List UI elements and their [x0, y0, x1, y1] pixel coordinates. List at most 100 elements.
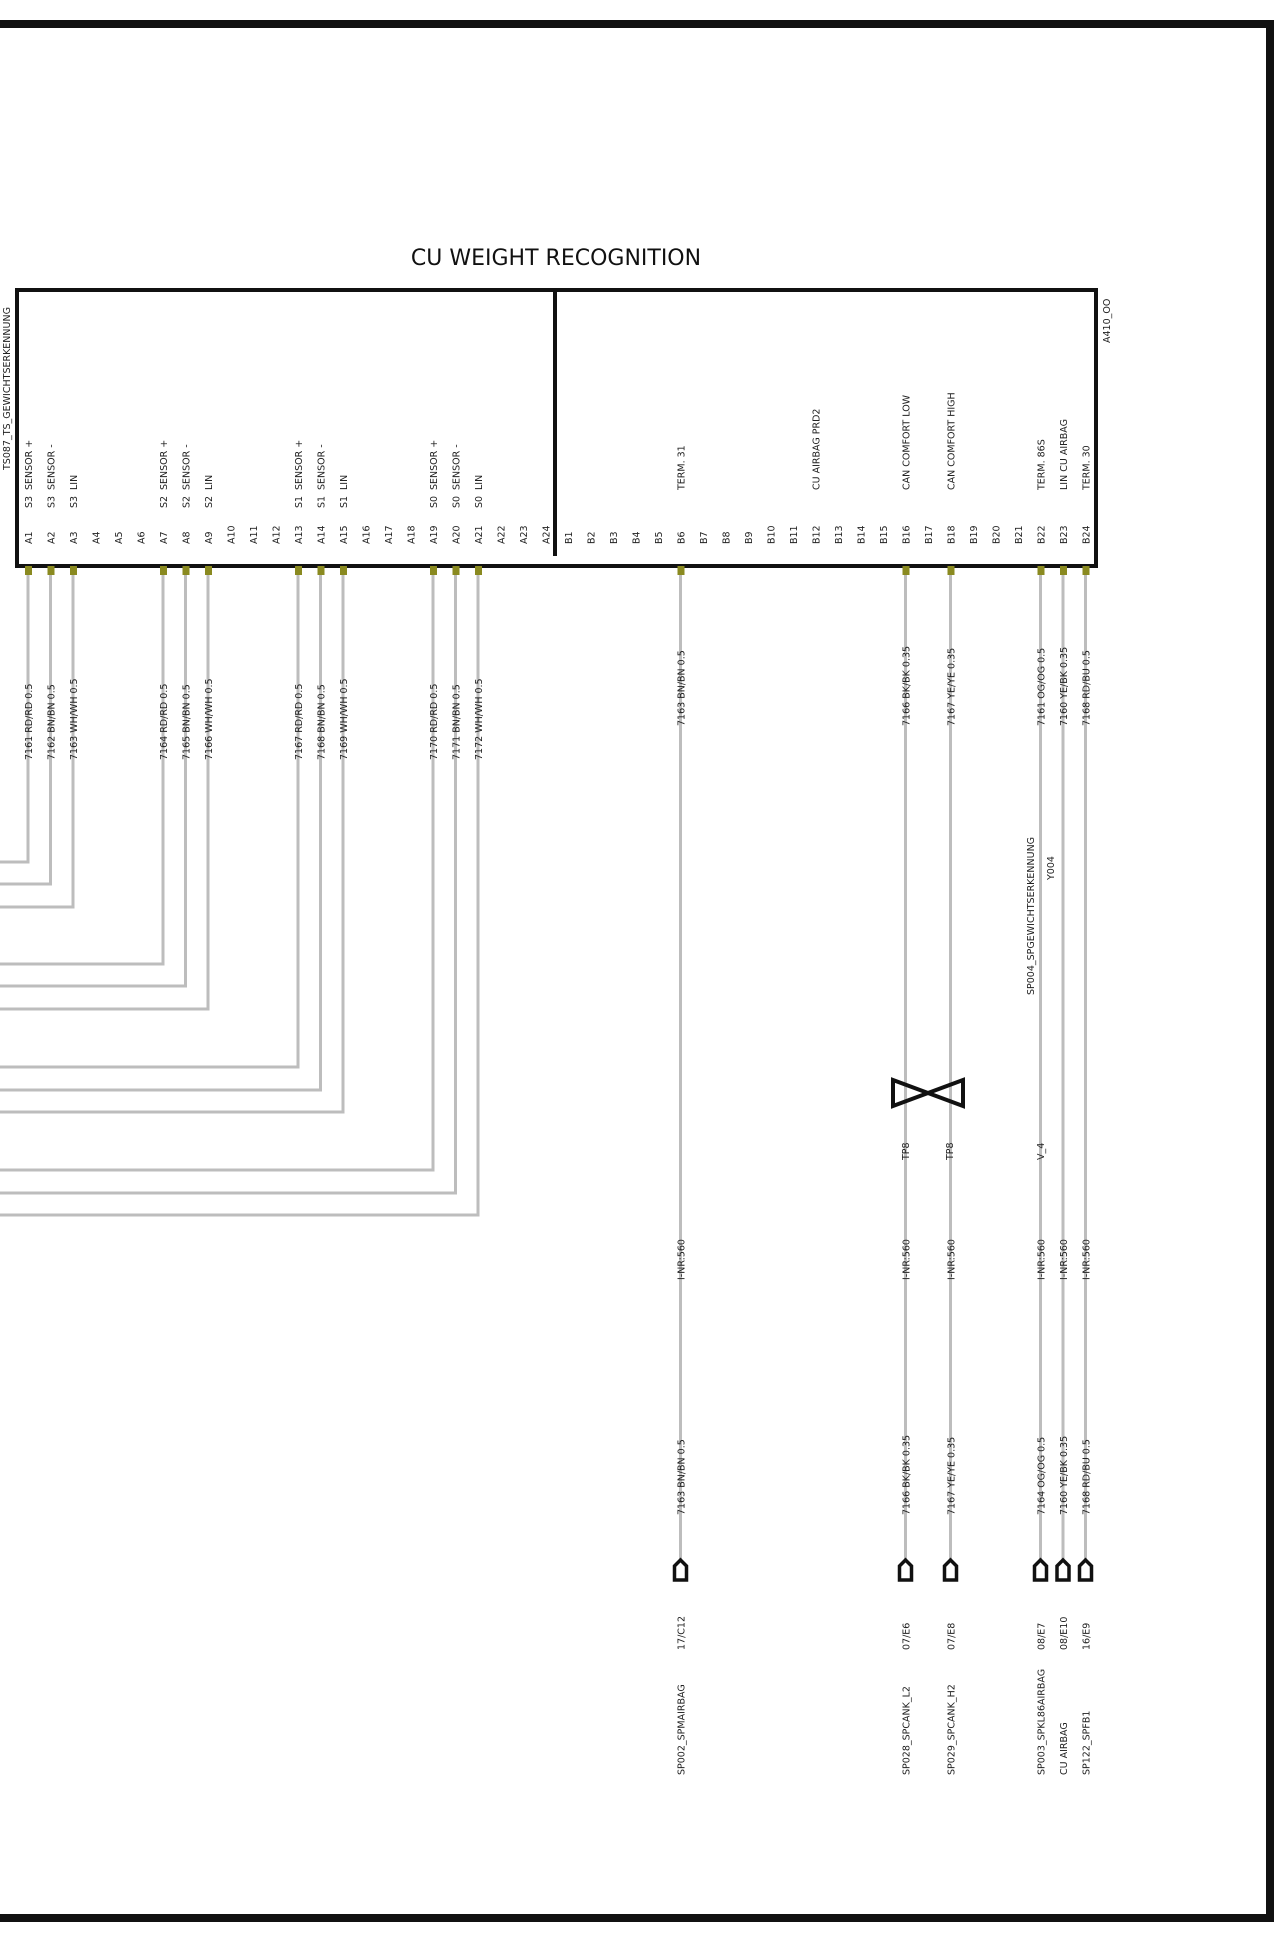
- pin-number: B4: [632, 531, 643, 544]
- signal-label: SENSOR +: [429, 440, 440, 490]
- connector-wire-label: 7166 BK/BK 0.35: [902, 1435, 913, 1515]
- signal-label: TERM. 30: [1082, 445, 1093, 491]
- wire-label: 7171 BN/BN 0.5: [452, 684, 463, 760]
- pin-number: B10: [767, 525, 778, 544]
- connector-arrow-icon: [942, 1557, 959, 1582]
- channel-label: S2: [182, 496, 193, 508]
- pin-number: A21: [474, 525, 485, 544]
- twisted-pair-icon: [891, 1077, 965, 1109]
- pin-terminal: [452, 566, 460, 575]
- line-reference: I-NR:560: [902, 1239, 913, 1280]
- pin-number: A19: [429, 525, 440, 544]
- pin-terminal: [160, 566, 167, 575]
- channel-label: S2: [204, 496, 215, 508]
- signal-label: TERM. 31: [677, 445, 688, 491]
- signal-label: CAN COMFORT HIGH: [947, 392, 958, 490]
- connector-wire-label: 7167 YE/YE 0.35: [947, 1437, 958, 1515]
- pin-number: B8: [722, 531, 733, 544]
- pin-terminal: [1082, 566, 1090, 575]
- wire-label: 7169 WH/WH 0.5: [339, 678, 350, 760]
- pin-terminal: [947, 566, 955, 575]
- wire: [0, 574, 165, 966]
- pin-number: B2: [587, 531, 598, 544]
- connector-name: CU AIRBAG: [1059, 1722, 1070, 1775]
- wire-label: 7167 YE/YE 0.35: [947, 648, 958, 726]
- wire: [0, 574, 30, 864]
- wire-label: 7164 RD/RD 0.5: [159, 684, 170, 760]
- pin-terminal: [902, 566, 910, 575]
- pin-terminal: [1060, 566, 1067, 575]
- wire: [0, 574, 210, 1011]
- connector-arrow-icon: [897, 1557, 914, 1582]
- connector-wire-label: 7168 RD/BU 0.5: [1082, 1439, 1093, 1515]
- pin-terminal: [25, 566, 32, 575]
- channel-label: S1: [317, 496, 328, 508]
- wire-label: 7160 YE/BK 0.35: [1059, 647, 1070, 726]
- wire-label: 7166 WH/WH 0.5: [204, 678, 215, 760]
- pin-number: B18: [947, 525, 958, 544]
- pin-terminal: [317, 566, 325, 575]
- pin-number: B9: [744, 531, 755, 544]
- pin-number: B3: [609, 531, 620, 544]
- wire-label: 7167 RD/RD 0.5: [294, 684, 305, 760]
- connector-arrow-icon: [1077, 1557, 1094, 1582]
- pin-terminal: [340, 566, 347, 575]
- signal-label: LIN CU AIRBAG: [1059, 419, 1070, 490]
- wire: [0, 574, 322, 1092]
- pin-number: A9: [204, 531, 215, 544]
- signal-label: SENSOR +: [24, 440, 35, 490]
- pin-number: A22: [497, 525, 508, 544]
- pin-number: B21: [1014, 525, 1025, 544]
- channel-label: S0: [429, 496, 440, 508]
- pin-number: B11: [789, 525, 800, 544]
- pin-number: B1: [564, 531, 575, 544]
- pin-number: B23: [1059, 525, 1070, 544]
- signal-label: SENSOR -: [47, 444, 58, 490]
- wire-label: 7163 BN/BN 0.5: [677, 650, 688, 726]
- connector-name: SP122_SPFB1: [1082, 1711, 1093, 1775]
- signal-label: SENSOR +: [159, 440, 170, 490]
- pin-terminal: [182, 566, 190, 575]
- wire: [0, 574, 300, 1069]
- left-connector-label: TS087_TS_GEWICHTSERKENNUNG: [2, 307, 13, 471]
- pin-number: B19: [969, 525, 980, 544]
- connector-name: SP028_SPCANK_L2: [902, 1686, 913, 1775]
- pin-number: B20: [992, 525, 1003, 544]
- pin-number: B6: [677, 531, 688, 544]
- connector-name: SP002_SPMAIRBAG: [677, 1684, 688, 1775]
- wire: [0, 574, 187, 988]
- wire-label: 7162 BN/BN 0.5: [47, 684, 58, 760]
- pin-number: A7: [159, 531, 170, 544]
- channel-label: S3: [47, 496, 58, 508]
- channel-label: S1: [339, 496, 350, 508]
- component-title: CU WEIGHT RECOGNITION: [411, 246, 701, 271]
- channel-label: S3: [69, 496, 80, 508]
- connector-name: SP003_SPKL86AIRBAG: [1037, 1669, 1048, 1775]
- wire: [0, 574, 52, 886]
- signal-label: LIN: [204, 475, 215, 490]
- pin-number: B22: [1037, 525, 1048, 544]
- pin-number: A14: [317, 525, 328, 544]
- diagram-frame: [0, 20, 1274, 1922]
- connector-wire-label: 7163 BN/BN 0.5: [677, 1439, 688, 1515]
- signal-label: SENSOR -: [182, 444, 193, 490]
- line-reference: I-NR:560: [1059, 1239, 1070, 1280]
- pin-terminal: [677, 566, 685, 575]
- pin-number: A8: [182, 531, 193, 544]
- pin-terminal: [475, 566, 482, 575]
- pin-number: A20: [452, 525, 463, 544]
- connector-reference: 16/E9: [1082, 1623, 1093, 1650]
- pin-terminal: [205, 566, 212, 575]
- pin-number: A15: [339, 525, 350, 544]
- component-id: A410_OO: [1102, 299, 1113, 343]
- connector-wire-label: 7164 OG/OG 0.5: [1037, 1437, 1048, 1515]
- wire-label: 7161 OG/OG 0.5: [1037, 648, 1048, 726]
- signal-label: SENSOR +: [294, 440, 305, 490]
- pin-number: B15: [879, 525, 890, 544]
- pin-number: B5: [654, 531, 665, 544]
- pin-terminal: [47, 566, 55, 575]
- signal-label: CAN COMFORT LOW: [902, 394, 913, 490]
- connector-arrow-icon: [1055, 1557, 1071, 1582]
